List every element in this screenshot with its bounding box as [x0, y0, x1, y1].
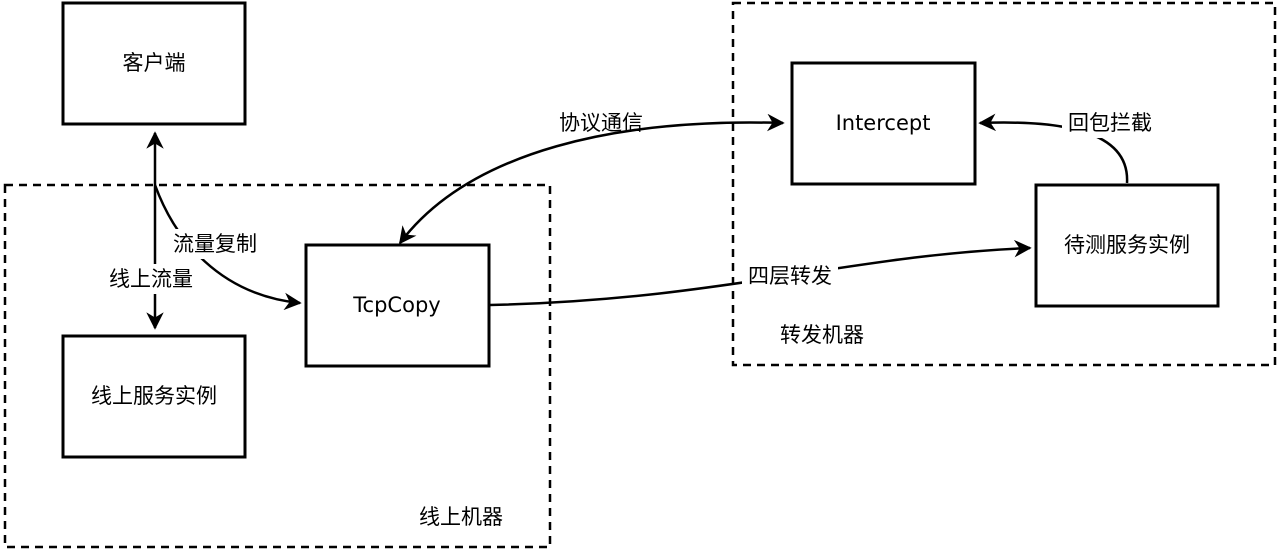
- group-online-machine: [3, 183, 552, 549]
- node-online-service-label: 线上服务实例: [91, 384, 217, 408]
- node-tcpcopy: [304, 243, 491, 368]
- edge-label-traffic-copy: 流量复制: [173, 232, 257, 256]
- edge-label-l4-forward: 四层转发: [748, 264, 832, 288]
- node-test-service: [1034, 183, 1220, 308]
- edge-label-protocol-comm: 协议通信: [559, 111, 643, 135]
- node-online-service: [61, 334, 247, 459]
- group-label-forward-machine: 转发机器: [780, 323, 864, 347]
- edge-label-response-intercept: 回包拦截: [1068, 111, 1152, 135]
- edge-label-online-traffic: 线上流量: [109, 267, 193, 291]
- node-tcpcopy-label: TcpCopy: [352, 293, 440, 317]
- group-label-online-machine: 线上机器: [419, 505, 503, 529]
- edge-label-bg: [742, 261, 838, 291]
- edge-label-bg: [1062, 108, 1158, 138]
- node-intercept: [790, 61, 977, 186]
- edge-traffic-copy: [153, 184, 302, 311]
- node-intercept-label: Intercept: [836, 111, 931, 135]
- node-test-service-label: 待测服务实例: [1064, 233, 1190, 257]
- edge-protocol-comm: [398, 113, 785, 245]
- edge-label-bg: [167, 229, 263, 259]
- node-client: [61, 1, 247, 126]
- node-client-label: 客户端: [123, 51, 186, 75]
- edge-label-bg: [103, 264, 199, 294]
